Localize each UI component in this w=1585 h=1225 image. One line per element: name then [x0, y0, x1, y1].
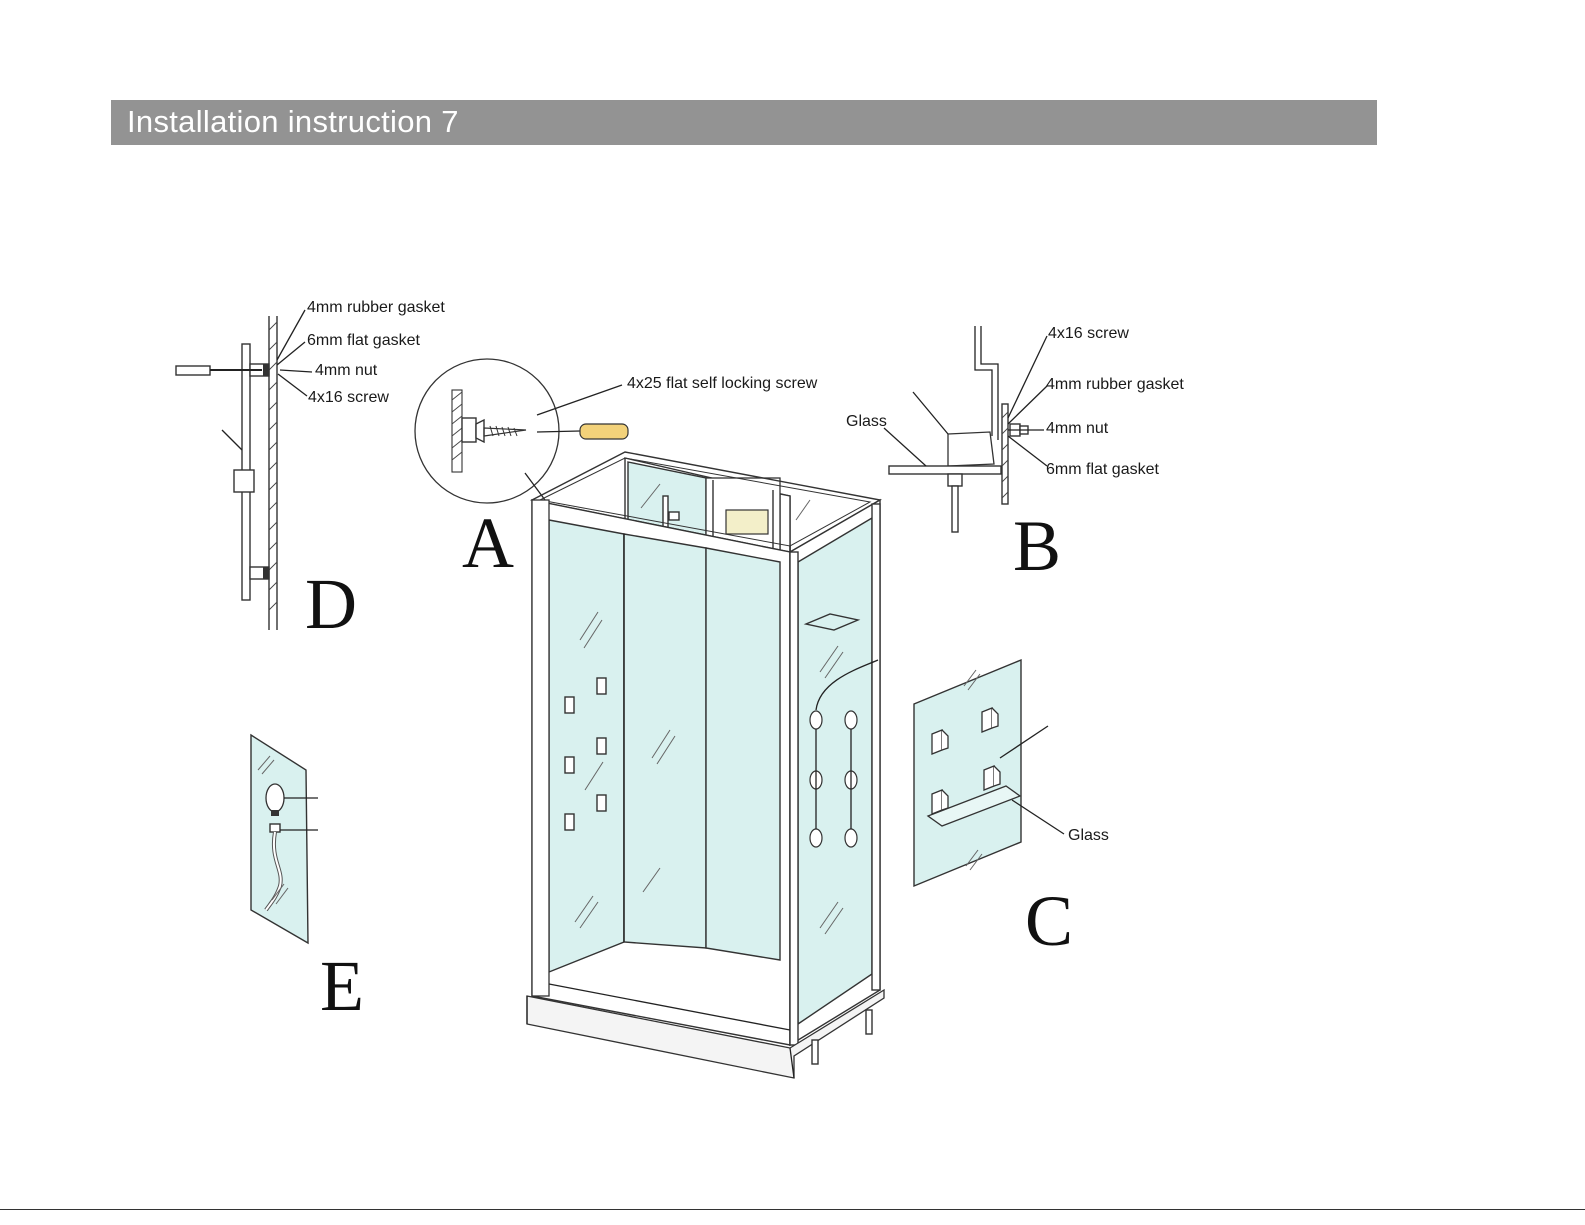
detail-c-letter: C — [1025, 881, 1073, 961]
detail-b-glass-label: Glass — [846, 413, 887, 430]
detail-e-drawing — [251, 735, 318, 943]
detail-b-label-1: 4x16 screw — [1048, 325, 1129, 342]
detail-a-letter: A — [462, 503, 514, 583]
detail-d-letter: D — [305, 564, 357, 644]
bottom-rule — [0, 1209, 1585, 1210]
detail-a-screw-label: 4x25 flat self locking screw — [627, 375, 818, 392]
detail-d-drawing — [176, 310, 312, 630]
detail-b-drawing — [884, 326, 1047, 532]
detail-d-label-3: 4mm nut — [315, 362, 378, 379]
detail-c-glass-label: Glass — [1068, 827, 1109, 844]
detail-e-letter: E — [320, 946, 364, 1026]
detail-d-label-4: 4x16 screw — [308, 389, 389, 406]
detail-d-label-1: 4mm rubber gasket — [307, 299, 445, 316]
detail-b-label-3: 4mm nut — [1046, 420, 1109, 437]
shower-cabin-drawing — [527, 452, 884, 1078]
detail-b-letter: B — [1013, 506, 1061, 586]
detail-c-drawing — [914, 660, 1064, 886]
detail-d-label-2: 6mm flat gasket — [307, 332, 420, 349]
detail-a-drawing — [415, 359, 628, 503]
detail-b-label-2: 4mm rubber gasket — [1046, 376, 1184, 393]
detail-b-label-4: 6mm flat gasket — [1046, 461, 1159, 478]
